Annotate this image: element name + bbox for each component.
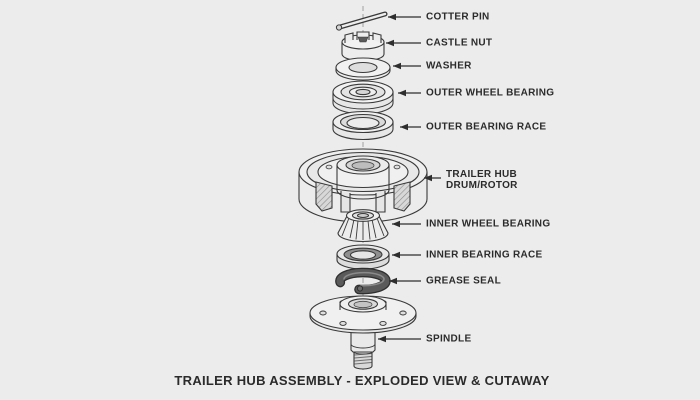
part-label-castle-nut: CASTLE NUT [426,37,493,49]
part-label-outer-bearing-race: OUTER BEARING RACE [426,121,547,133]
inner-wheel-bearing-drawing [337,209,389,243]
diagram-title: TRAILER HUB ASSEMBLY - EXPLODED VIEW & C… [174,373,550,388]
part-label-washer: WASHER [426,60,472,72]
spindle-drawing [309,295,417,370]
part-label-trailer-hub-line2: DRUM/ROTOR [446,180,518,191]
part-label-trailer-hub-line1: TRAILER HUB [446,169,518,180]
part-label-trailer-hub-drum-rotor: TRAILER HUB DRUM/ROTOR [446,169,518,191]
part-label-spindle: SPINDLE [426,333,472,345]
castle-nut-drawing [341,31,385,62]
grease-seal-drawing [335,267,391,295]
outer-bearing-race-drawing [332,110,394,141]
part-label-grease-seal: GREASE SEAL [426,275,501,287]
outer-wheel-bearing-drawing [332,80,394,115]
part-label-outer-wheel-bearing: OUTER WHEEL BEARING [426,87,555,99]
inner-bearing-race-drawing [336,244,390,270]
washer-drawing [335,57,391,81]
part-label-inner-bearing-race: INNER BEARING RACE [426,249,543,261]
part-label-inner-wheel-bearing: INNER WHEEL BEARING [426,218,551,230]
leader-lines [378,13,441,343]
part-label-cotter-pin: COTTER PIN [426,11,490,23]
cotter-pin-drawing [335,11,388,31]
